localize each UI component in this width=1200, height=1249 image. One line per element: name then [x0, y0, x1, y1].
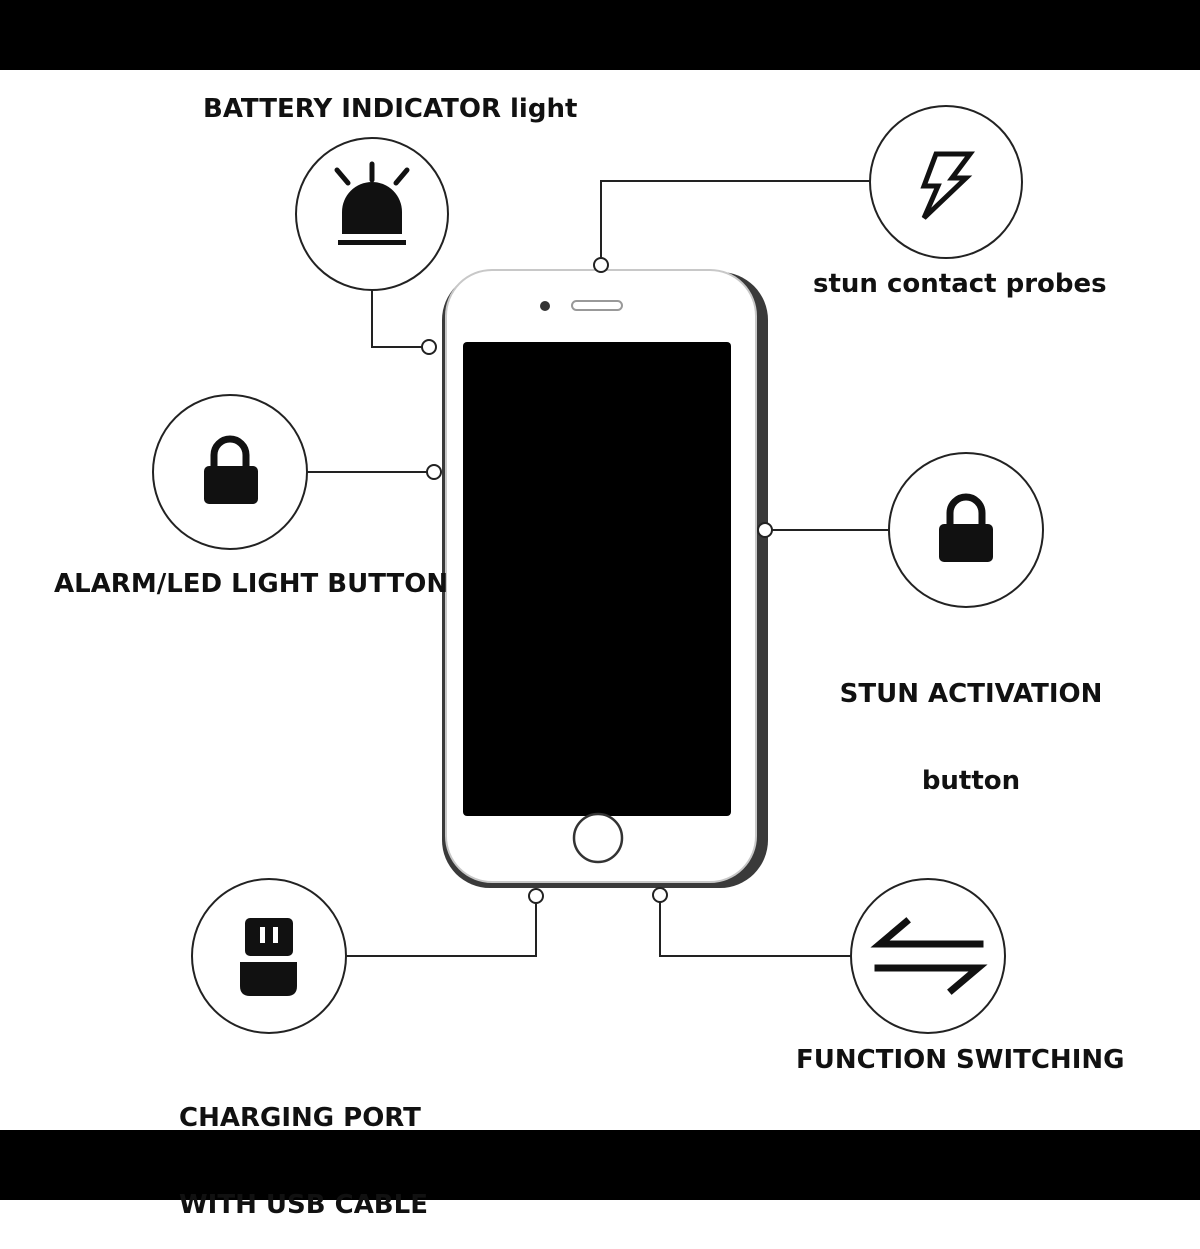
phone-screen [463, 342, 731, 816]
probes-callout-circle [869, 105, 1023, 259]
probes-point [593, 257, 609, 273]
charging-port-label-line2: WITH USB CABLE [179, 1190, 428, 1220]
switch-callout-circle [850, 878, 1006, 1034]
battery-connector [371, 290, 429, 348]
charging-connector [346, 903, 537, 957]
top-black-bar [0, 0, 1200, 70]
phone-home-button [572, 812, 624, 864]
function-switching-label: FUNCTION SWITCHING [796, 1045, 1125, 1075]
activation-point [757, 522, 773, 538]
bottom-black-bar [0, 1130, 1200, 1200]
feature-diagram [152, 105, 1044, 1034]
connector-lines [307, 180, 889, 957]
phone-speaker [571, 300, 623, 311]
stun-activation-label-line1: STUN ACTIVATION [839, 679, 1103, 709]
probes-connector [600, 180, 870, 265]
battery-indicator-label: BATTERY INDICATOR light [203, 94, 578, 124]
alarm-siren-icon [334, 161, 410, 245]
switch-point [652, 887, 668, 903]
usb-plug-icon [240, 918, 297, 996]
alarm-point [426, 464, 442, 480]
stun-phone-device [442, 269, 768, 888]
swap-arrows-icon [870, 917, 988, 995]
switch-connector [659, 902, 851, 957]
lightning-bolt-icon [920, 151, 975, 220]
charging-port-label: CHARGING PORT WITH USB CABLE [179, 1046, 428, 1249]
stun-contact-probes-label: stun contact probes [813, 269, 1107, 299]
charging-port-label-line1: CHARGING PORT [179, 1103, 421, 1133]
padlock-icon [939, 493, 993, 562]
connector-dots [421, 257, 773, 904]
padlock-icon [204, 435, 258, 504]
stun-activation-label: STUN ACTIVATION button [836, 622, 1106, 825]
battery-point [421, 339, 437, 355]
charging-point [528, 888, 544, 904]
phone-camera [540, 301, 550, 311]
stun-activation-label-line2: button [921, 766, 1021, 796]
alarm-led-button-label: ALARM/LED LIGHT BUTTON [54, 569, 449, 599]
